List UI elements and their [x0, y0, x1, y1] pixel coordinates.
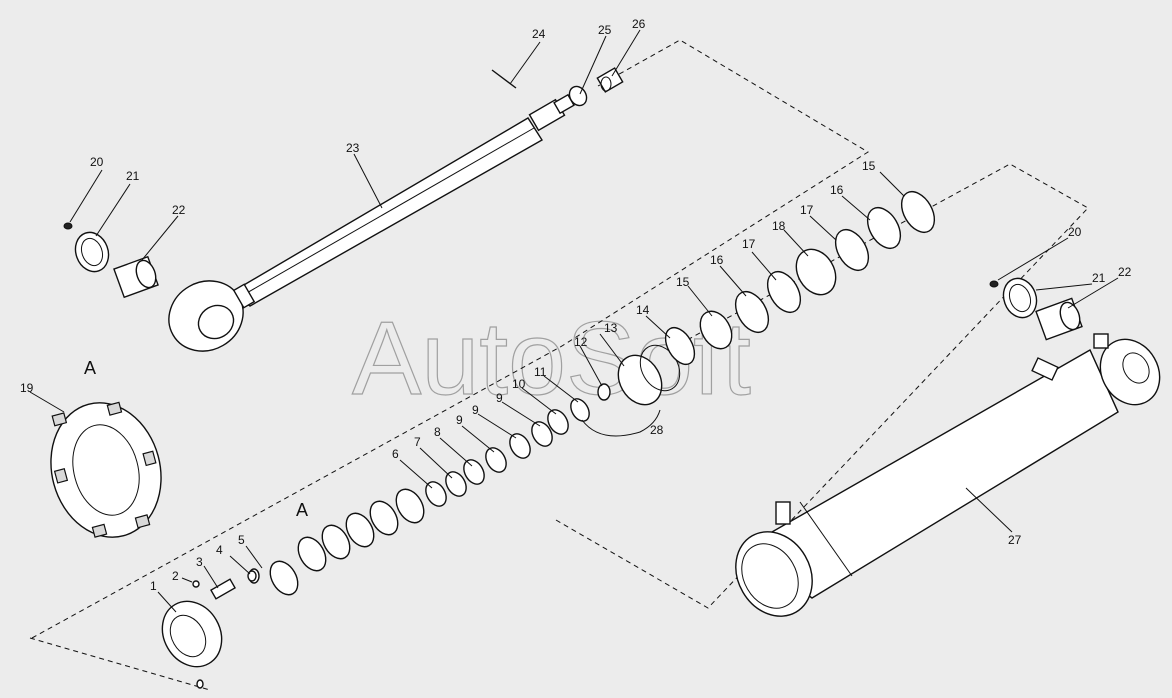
bearing-set-right — [989, 277, 1083, 341]
callout-5: 5 — [238, 533, 245, 547]
callouts: 1 2 3 4 5 6 7 8 9 9 9 10 11 12 13 14 15 … — [20, 17, 1132, 593]
assembly-guide-lines — [29, 39, 1089, 691]
view-label-main: A — [84, 358, 96, 378]
leader-lines — [29, 29, 1119, 613]
callout-18: 18 — [772, 219, 786, 233]
view-a-plate — [50, 401, 162, 538]
callout-25: 25 — [598, 23, 612, 37]
cylinder-barrel — [735, 333, 1161, 617]
callout-21b: 21 — [1092, 271, 1106, 285]
split-pin — [491, 69, 517, 89]
piston-rod — [168, 93, 575, 352]
callout-15a: 15 — [676, 275, 690, 289]
callout-9b: 9 — [472, 403, 479, 417]
bearing-set-left — [63, 222, 159, 299]
callout-6: 6 — [392, 447, 399, 461]
callout-22b: 22 — [1118, 265, 1132, 279]
callout-16b: 16 — [830, 183, 844, 197]
callout-23: 23 — [346, 141, 360, 155]
callout-10: 10 — [512, 377, 526, 391]
callout-1: 1 — [150, 579, 157, 593]
callout-24: 24 — [532, 27, 546, 41]
piston-assembly — [248, 191, 936, 596]
callout-20a: 20 — [90, 155, 104, 169]
callout-4: 4 — [216, 543, 223, 557]
callout-20b: 20 — [1068, 225, 1082, 239]
gland-assembly — [161, 570, 257, 689]
callout-26: 26 — [632, 17, 646, 31]
callout-22a: 22 — [172, 203, 186, 217]
view-label-ref: A — [296, 500, 308, 520]
callout-12: 12 — [574, 335, 588, 349]
callout-17b: 17 — [800, 203, 814, 217]
nut-26 — [596, 67, 624, 93]
callout-14: 14 — [636, 303, 650, 317]
callout-17a: 17 — [742, 237, 756, 251]
callout-11: 11 — [534, 365, 547, 379]
washer-25 — [568, 85, 588, 107]
callout-3: 3 — [196, 555, 203, 569]
callout-7: 7 — [414, 435, 421, 449]
callout-19: 19 — [20, 381, 34, 395]
callout-9c: 9 — [496, 391, 503, 405]
callout-8: 8 — [434, 425, 441, 439]
callout-9a: 9 — [456, 413, 463, 427]
callout-21a: 21 — [126, 169, 140, 183]
callout-27: 27 — [1008, 533, 1022, 547]
callout-16a: 16 — [710, 253, 724, 267]
callout-28: 28 — [650, 423, 664, 437]
callout-2: 2 — [172, 569, 179, 583]
callout-15b: 15 — [862, 159, 876, 173]
callout-13: 13 — [604, 321, 618, 335]
